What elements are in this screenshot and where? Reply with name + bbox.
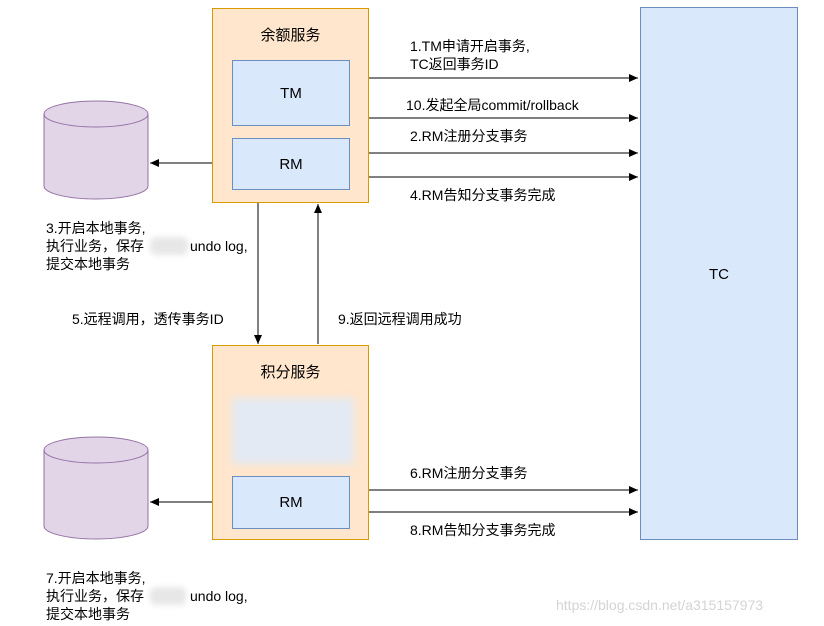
tm-box: TM [232,60,350,126]
watermark: https://blog.csdn.net/a315157973 [556,597,764,613]
rm-box-points: RM [232,476,350,529]
points-service: 积分服务 RM [212,345,369,540]
tm-label: TM [280,84,302,102]
note-balance-line2b: undo log, [190,238,248,254]
note-points-line3: 提交本地事务 [46,606,130,622]
edge-label-8: 8.RM告知分支事务完成 [410,522,556,538]
note-points-line2b: undo log, [190,588,248,604]
note-balance-line2a: 执行业务，保存 [46,238,144,254]
note-points-line2a: 执行业务，保存 [46,588,144,604]
balance-service-title: 余额服务 [260,27,321,44]
edge-label-5: 5.远程调用，透传事务ID [72,311,224,327]
edge-label-1-line2: TC返回事务ID [410,56,499,72]
edge-label-6: 6.RM注册分支事务 [410,465,528,481]
database-balance [43,100,149,200]
rm-label-balance: RM [279,155,303,173]
edge-label-2: 2.RM注册分支事务 [410,128,528,144]
note-points-line1: 7.开启本地事务, [46,570,146,586]
tc-label: TC [709,266,729,283]
edge-label-4: 4.RM告知分支事务完成 [410,187,556,203]
balance-service: 余额服务 TM RM [212,8,369,203]
tc-box: TC [640,7,798,540]
rm-label-points: RM [279,494,303,511]
edge-label-9: 9.返回远程调用成功 [338,311,462,327]
blurred-text-balance [150,237,188,255]
note-balance-line3: 提交本地事务 [46,256,130,272]
edge-label-1-line1: 1.TM申请开启事务, [410,38,530,54]
rm-box-balance: RM [232,138,350,190]
blurred-text-points [150,587,186,605]
note-balance-line1: 3.开启本地事务, [46,220,146,236]
database-points [43,436,149,540]
edge-label-10: 10.发起全局commit/rollback [406,97,579,113]
blurred-component [232,398,354,464]
points-service-title: 积分服务 [260,364,321,381]
